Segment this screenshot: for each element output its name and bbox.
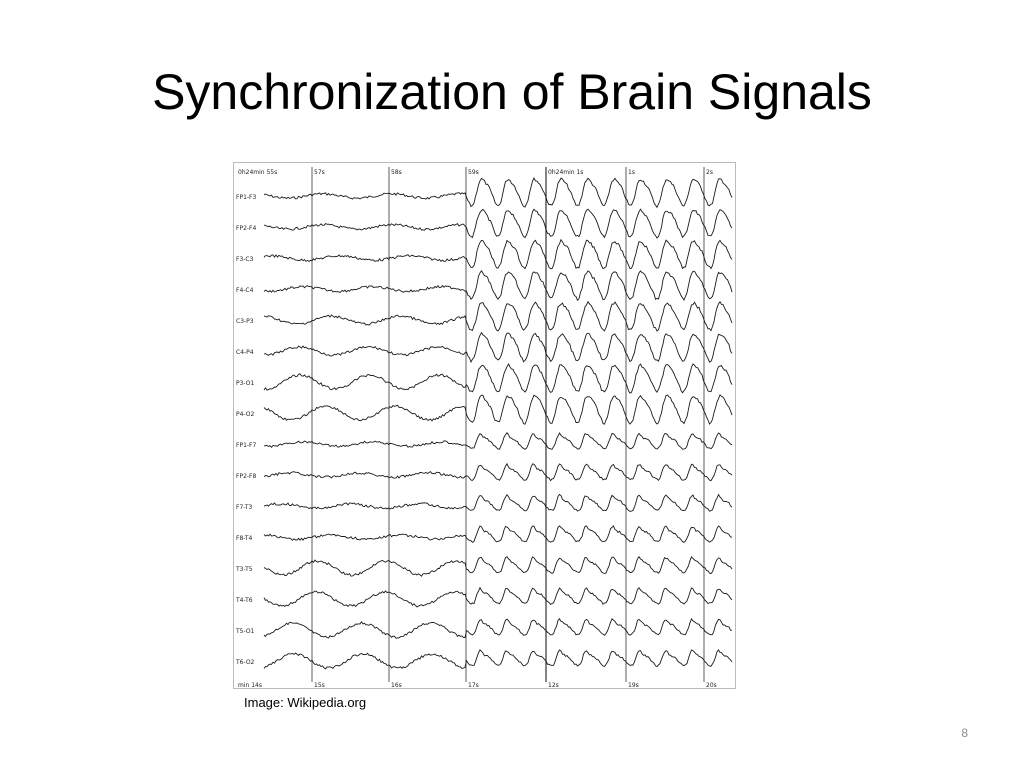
eeg-figure: 0h24min 55s 57s 58s 59s 0h24min 1s 1s 2s min 14… xyxy=(233,162,736,689)
channel-label: FP2-F8 xyxy=(236,473,257,480)
eeg-trace xyxy=(263,331,733,364)
eeg-trace xyxy=(263,493,733,512)
eeg-trace xyxy=(263,300,733,332)
time-label-top: 1s xyxy=(628,169,635,176)
time-label-bottom: 15s xyxy=(314,682,325,688)
eeg-trace xyxy=(263,363,733,394)
eeg-trace xyxy=(263,238,733,270)
channel-label: F3-C3 xyxy=(236,256,254,263)
image-caption: Image: Wikipedia.org xyxy=(244,695,367,710)
channel-label: F7-T3 xyxy=(236,504,253,511)
slide-title: Synchronization of Brain Signals xyxy=(152,64,872,120)
time-label-top: 0h24min 1s xyxy=(548,169,583,176)
channel-label: T3-T5 xyxy=(235,566,253,573)
eeg-trace xyxy=(263,462,733,482)
eeg-trace xyxy=(263,586,733,608)
eeg-trace xyxy=(263,176,733,209)
eeg-plot: 0h24min 55s 57s 58s 59s 0h24min 1s 1s 2s min 14… xyxy=(235,167,733,688)
time-label-bottom: 16s xyxy=(391,682,402,688)
time-label-top: 0h24min 55s xyxy=(238,169,277,176)
channel-label: P4-O2 xyxy=(236,411,254,418)
eeg-trace xyxy=(263,394,733,425)
time-label-bottom: min 14s xyxy=(238,682,262,688)
channel-label: FP1-F7 xyxy=(236,442,257,449)
time-label-top: 2s xyxy=(706,169,713,176)
channel-label: T4-T6 xyxy=(235,597,253,604)
time-label-top: 58s xyxy=(391,169,402,176)
eeg-trace xyxy=(263,649,733,670)
channel-label: T5-O1 xyxy=(235,628,255,635)
eeg-trace xyxy=(263,555,733,577)
eeg-trace xyxy=(263,617,733,639)
time-label-bottom: 12s xyxy=(548,682,559,688)
eeg-trace xyxy=(263,525,733,543)
time-label-top: 59s xyxy=(468,169,479,176)
channel-label: F4-C4 xyxy=(236,287,254,294)
eeg-trace xyxy=(263,270,733,302)
page-number: 8 xyxy=(961,726,968,740)
channel-label: C3-P3 xyxy=(236,318,254,325)
time-label-bottom: 17s xyxy=(468,682,479,688)
eeg-trace xyxy=(263,208,733,239)
channel-label: P3-O1 xyxy=(236,380,254,387)
channel-label: F8-T4 xyxy=(236,535,253,542)
channel-label: T6-O2 xyxy=(235,659,255,666)
channel-label: FP1-F3 xyxy=(236,194,257,201)
time-label-bottom: 19s xyxy=(628,682,639,688)
channel-label: FP2-F4 xyxy=(236,225,257,232)
time-label-top: 57s xyxy=(314,169,325,176)
eeg-trace xyxy=(264,432,733,450)
channel-label: C4-P4 xyxy=(236,349,254,356)
time-label-bottom: 20s xyxy=(706,682,717,688)
